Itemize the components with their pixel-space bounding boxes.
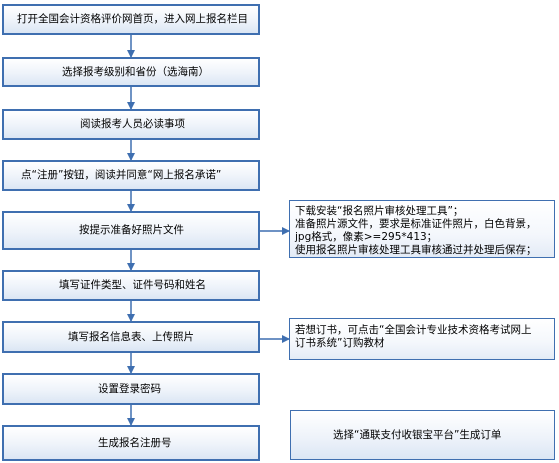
note-line: 使用报名照片审核处理工具审核通过并处理后保存； <box>295 244 537 256</box>
step-read-notice: 阅读报考人员必读事项 <box>2 109 260 140</box>
step-label: 生成报名注册号 <box>98 436 172 449</box>
step-set-password: 设置登录密码 <box>2 373 260 405</box>
note-photo-instructions: 下载安装“报名照片审核处理工具”； 准备照片源文件，要求是标准证件照片，白色背景… <box>289 200 555 258</box>
step-prepare-photo: 按提示准备好照片文件 <box>2 211 260 250</box>
step-open-homepage: 打开全国会计资格评价网首页，进入网上报名栏目 <box>2 4 260 35</box>
step-fill-form: 填写报名信息表、上传照片 <box>2 321 260 353</box>
step-label: 按提示准备好照片文件 <box>79 224 184 236</box>
step-label: 阅读报考人员必读事项 <box>80 118 185 130</box>
step-register: 点“注册”按钮，阅读并同意“网上报名承诺” <box>2 160 260 191</box>
note-line: 准备照片源文件，要求是标准证件照片，白色背景， <box>295 218 537 230</box>
note-line: 若想订书，可点击“全国会计专业技术资格考试网上 <box>295 324 532 336</box>
step-fill-id: 填写证件类型、证件号码和姓名 <box>2 270 260 301</box>
step-label: 点“注册”按钮，阅读并同意“网上报名承诺” <box>21 169 222 181</box>
payment-label: 选择“通联支付收银宝平台”生成订单 <box>333 428 502 441</box>
note-line: jpg格式，像素>=295*413； <box>295 231 438 243</box>
step-label: 设置登录密码 <box>98 382 161 395</box>
step-label: 填写报名信息表、上传照片 <box>68 330 194 343</box>
step-label: 打开全国会计资格评价网首页，进入网上报名栏目 <box>17 13 248 25</box>
step-label: 选择报考级别和省份（选海南） <box>62 65 209 78</box>
box-payment-order: 选择“通联支付收银宝平台”生成订单 <box>290 410 555 460</box>
step-label: 填写证件类型、证件号码和姓名 <box>59 279 206 291</box>
note-line: 下载安装“报名照片审核处理工具”； <box>295 205 464 217</box>
note-order-books: 若想订书，可点击“全国会计专业技术资格考试网上 订书系统”订购教材 <box>289 318 555 360</box>
step-select-level: 选择报考级别和省份（选海南） <box>2 57 260 87</box>
note-line: 订书系统”订购教材 <box>295 337 385 349</box>
step-generate-number: 生成报名注册号 <box>2 425 260 461</box>
